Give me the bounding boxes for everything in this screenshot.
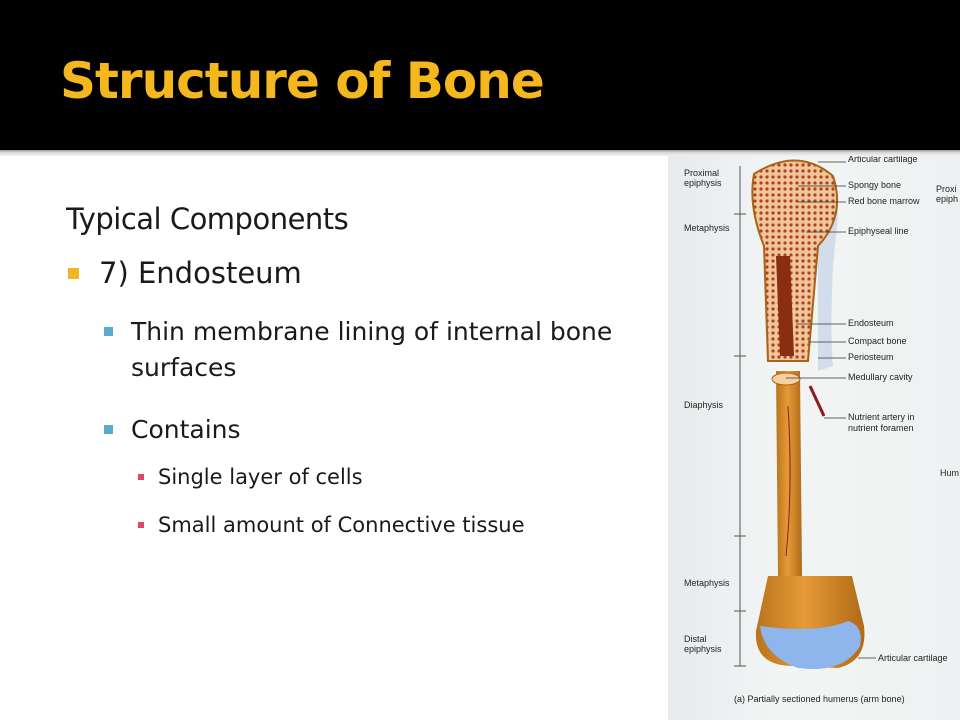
square-bullet-icon <box>104 425 113 434</box>
label-compact-bone: Compact bone <box>848 336 907 346</box>
humerus-labels: Proximal epiphysis Metaphysis Diaphysis … <box>684 156 959 704</box>
sub-sub-bullet-item: Single layer of cells <box>138 462 638 492</box>
label-nutrient-artery: Nutrient artery in <box>848 412 915 422</box>
label-articular-cartilage-top: Articular cartilage <box>848 156 918 164</box>
label-edge-proxi: Proxi <box>936 184 957 194</box>
label-metaphysis-top: Metaphysis <box>684 223 730 233</box>
label-medullary-cavity: Medullary cavity <box>848 372 913 382</box>
label-spongy-bone: Spongy bone <box>848 180 901 190</box>
label-distal-epiphysis: epiphysis <box>684 644 722 654</box>
figure-caption: (a) Partially sectioned humerus (arm bon… <box>734 694 905 704</box>
label-endosteum: Endosteum <box>848 318 894 328</box>
label-distal: Distal <box>684 634 707 644</box>
label-edge-epiph: epiph <box>936 194 958 204</box>
title-divider <box>0 150 960 156</box>
label-proximal-epiphysis: epiphysis <box>684 178 722 188</box>
sub-sub-bullet-text: Small amount of Connective tissue <box>158 513 525 537</box>
label-proximal: Proximal <box>684 168 719 178</box>
section-heading: Typical Components <box>66 202 349 236</box>
label-nutrient-foramen: nutrient foramen <box>848 423 914 433</box>
humerus-diagram: Proximal epiphysis Metaphysis Diaphysis … <box>668 156 960 720</box>
sub-sub-bullet-text: Single layer of cells <box>158 465 363 489</box>
label-edge-hum: Hum <box>940 468 959 478</box>
humerus-illustration <box>734 159 876 670</box>
label-periosteum: Periosteum <box>848 352 894 362</box>
label-epiphyseal-line: Epiphyseal line <box>848 226 909 236</box>
sub-sub-bullet-item: Small amount of Connective tissue <box>138 510 638 540</box>
sub-bullet-item: Contains <box>104 412 644 448</box>
label-diaphysis: Diaphysis <box>684 400 724 410</box>
label-red-bone-marrow: Red bone marrow <box>848 196 920 206</box>
label-articular-cartilage-bottom: Articular cartilage <box>878 653 948 663</box>
slide-title: Structure of Bone <box>60 52 545 110</box>
square-bullet-icon <box>138 522 144 528</box>
sub-bullet-text: Thin membrane lining of internal bone su… <box>131 317 613 382</box>
title-bar: Structure of Bone <box>0 0 960 150</box>
sub-bullet-text: Contains <box>131 415 241 444</box>
sub-bullet-item: Thin membrane lining of internal bone su… <box>104 314 644 386</box>
label-metaphysis-bottom: Metaphysis <box>684 578 730 588</box>
bullet-text: 7) Endosteum <box>99 256 302 290</box>
bullet-item: 7) Endosteum <box>68 256 302 290</box>
square-bullet-icon <box>138 474 144 480</box>
square-bullet-icon <box>104 327 113 336</box>
square-bullet-icon <box>68 268 79 279</box>
